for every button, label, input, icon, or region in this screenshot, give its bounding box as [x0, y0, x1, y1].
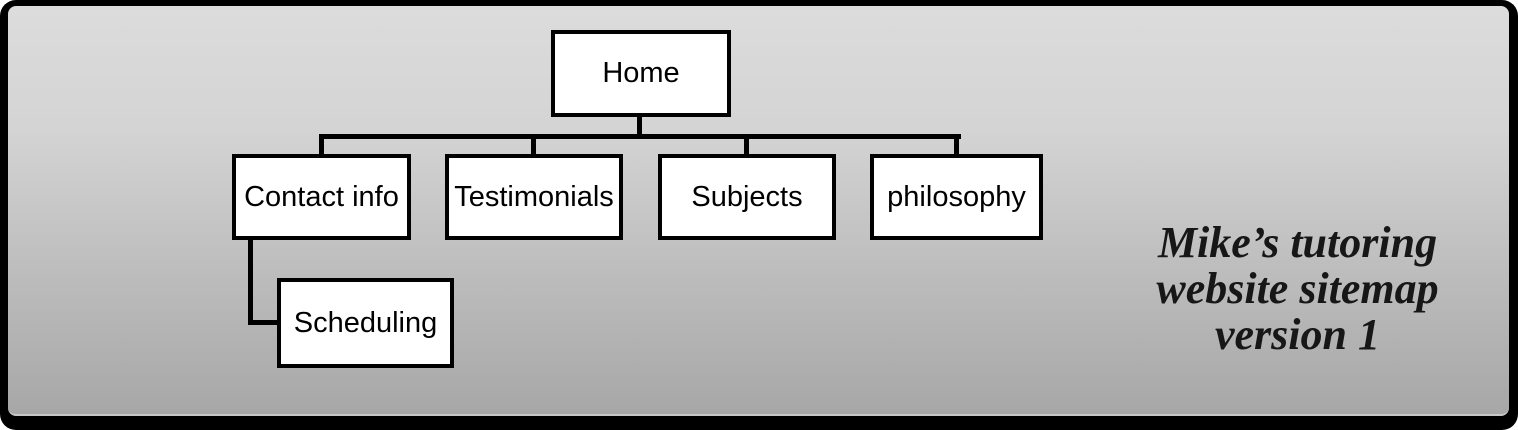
node-testimonials-label: Testimonials	[454, 180, 614, 213]
node-subjects: Subjects	[658, 154, 836, 240]
node-home-label: Home	[602, 57, 680, 89]
connector-bus-horizontal	[319, 134, 961, 139]
connector-bus-to-contact-info	[319, 134, 324, 158]
node-testimonials: Testimonials	[445, 154, 623, 240]
node-philosophy: philosophy	[870, 154, 1043, 240]
connector-contact-to-scheduling-horizontal	[248, 320, 281, 325]
connector-bus-to-testimonials	[531, 134, 536, 158]
connector-bus-to-philosophy	[954, 134, 959, 158]
connector-home-to-bus	[637, 113, 642, 139]
node-scheduling-label: Scheduling	[293, 306, 438, 339]
diagram-title-line-1: Mike’s tutoring	[1157, 218, 1438, 267]
node-contact-info-label: Contact info	[244, 180, 399, 213]
node-scheduling: Scheduling	[277, 278, 454, 368]
node-contact-info: Contact info	[232, 154, 411, 240]
connector-contact-to-scheduling-vertical	[248, 238, 253, 325]
node-subjects-label: Subjects	[691, 180, 803, 213]
diagram-title-line-3: version 1	[1215, 310, 1380, 359]
diagram-title-line-2: website sitemap	[1156, 264, 1439, 313]
connector-bus-to-subjects	[744, 134, 749, 158]
node-home: Home	[551, 30, 731, 117]
diagram-title: Mike’s tutoring website sitemap version …	[1085, 220, 1510, 358]
node-philosophy-label: philosophy	[887, 180, 1026, 213]
